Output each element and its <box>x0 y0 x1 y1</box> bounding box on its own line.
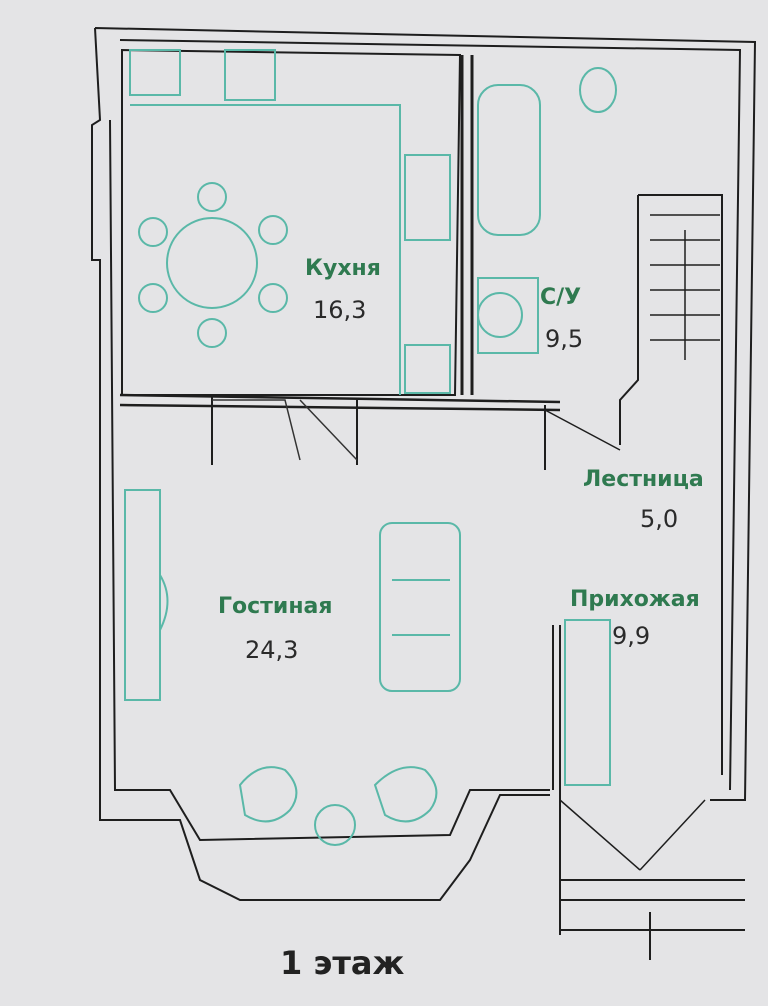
room-area-kitchen: 16,3 <box>313 296 367 324</box>
floor-title: 1 этаж <box>280 944 405 982</box>
room-name-kitchen: Кухня <box>305 256 381 281</box>
room-area-hallway: 9,9 <box>612 622 651 650</box>
walls <box>91 27 757 960</box>
room-name-stairs: Лестница <box>583 467 704 492</box>
room-name-bathroom: С/У <box>540 285 582 310</box>
room-name-hallway: Прихожая <box>570 587 700 612</box>
furniture <box>124 49 617 846</box>
room-name-living-room: Гостиная <box>218 594 333 619</box>
room-area-living-room: 24,3 <box>245 636 299 664</box>
room-area-stairs: 5,0 <box>640 505 679 533</box>
stairs <box>650 214 720 360</box>
room-area-bathroom: 9,5 <box>545 325 584 353</box>
